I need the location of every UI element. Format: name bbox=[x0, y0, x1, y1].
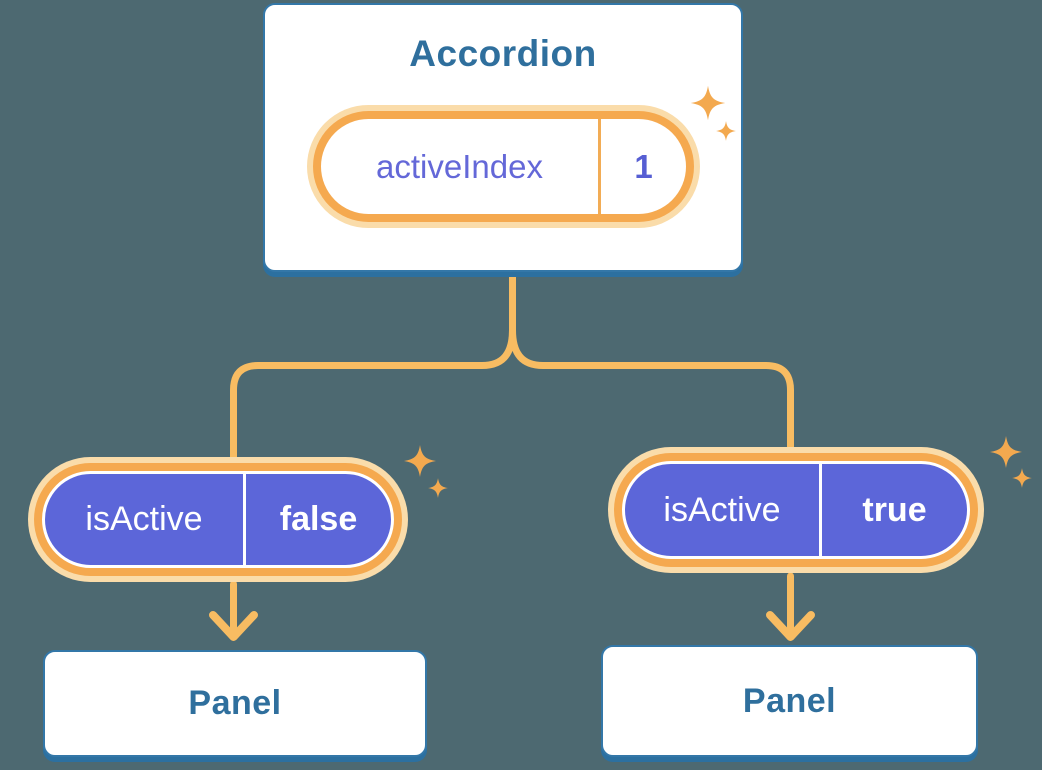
prop-pill-right: isActive true bbox=[622, 461, 970, 559]
prop-divider bbox=[819, 464, 822, 556]
down-arrow-icon bbox=[766, 611, 815, 641]
state-value: 1 bbox=[634, 147, 653, 185]
prop-value: false bbox=[279, 500, 358, 538]
down-arrow-icon bbox=[209, 611, 258, 641]
prop-value: true bbox=[862, 490, 927, 529]
accordion-title: Accordion bbox=[409, 33, 597, 74]
panel-card-right: Panel bbox=[601, 645, 978, 757]
panel-card-left: Panel bbox=[43, 650, 427, 757]
panel-title: Panel bbox=[188, 684, 282, 722]
state-pill: activeIndex 1 bbox=[321, 119, 686, 214]
sparkle-icon bbox=[404, 445, 436, 477]
prop-pill-left: isActive false bbox=[42, 471, 394, 568]
sparkle-icon bbox=[1012, 468, 1032, 488]
sparkle-icon bbox=[990, 436, 1022, 468]
sparkle-icon bbox=[428, 478, 448, 498]
panel-title: Panel bbox=[742, 681, 837, 720]
fork-branch-left bbox=[230, 273, 516, 464]
state-divider bbox=[598, 119, 601, 214]
fork-branch-right bbox=[509, 326, 794, 456]
state-label: activeIndex bbox=[376, 147, 543, 185]
prop-label: isActive bbox=[85, 500, 203, 538]
prop-divider bbox=[243, 474, 246, 565]
prop-label: isActive bbox=[663, 490, 781, 529]
